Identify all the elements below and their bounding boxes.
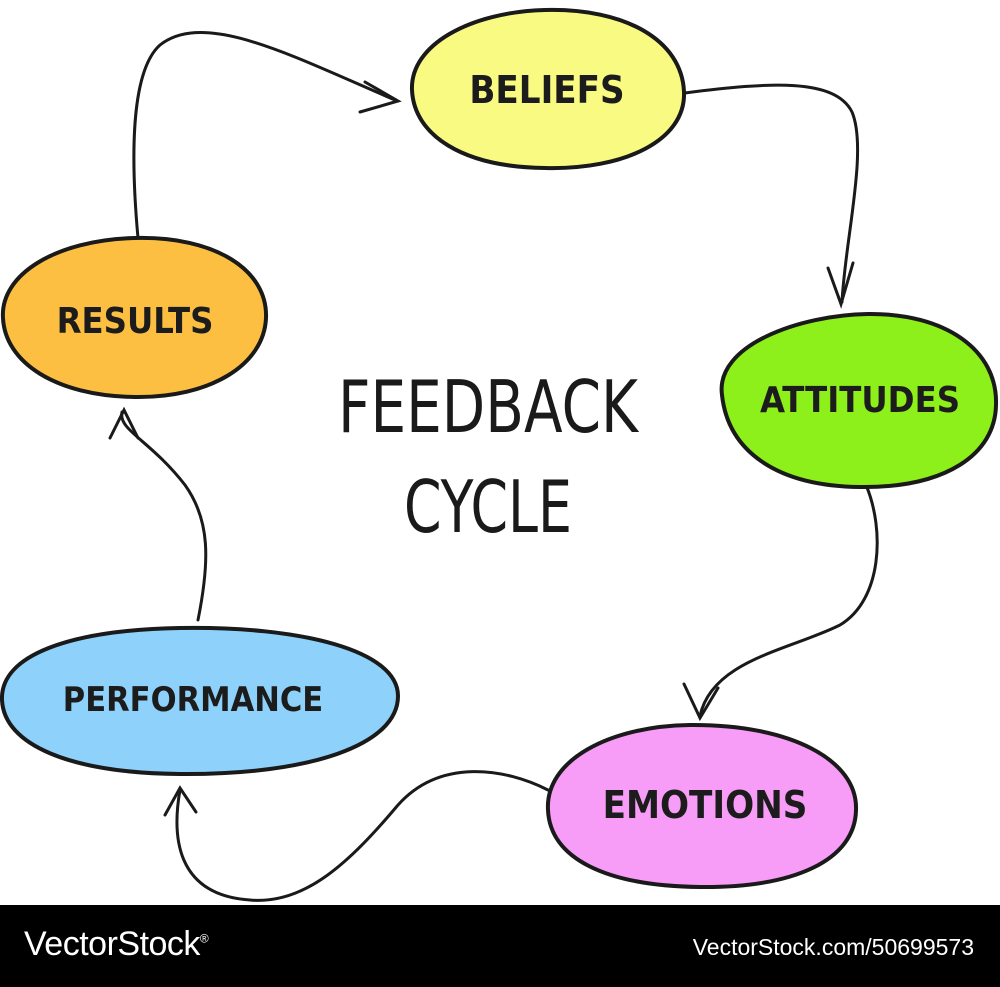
beliefs-label: BELIEFS [469,68,624,112]
attitudes-label: ATTITUDES [760,380,960,421]
arrowhead-beliefs-icon [358,80,402,114]
title-line-2: CYCLE [404,465,572,549]
results-label: RESULTS [57,301,214,342]
connector-emotions-to-performance [175,770,550,902]
node-performance: PERFORMANCE [0,625,401,777]
arrowhead-emotions-icon [682,682,720,722]
emotions-label: EMOTIONS [603,783,808,827]
connector-beliefs-to-attitudes [683,83,860,304]
vectorstock-logo: VectorStock® [24,925,209,964]
arrowhead-performance-icon [163,785,198,817]
performance-label: PERFORMANCE [63,680,323,720]
arrowhead-attitudes-icon [826,261,855,309]
arrowhead-results-icon [108,406,140,440]
performance-blob [0,625,401,777]
emotions-blob [545,722,859,890]
node-beliefs: BELIEFS [409,7,687,171]
watermark-footer: VectorStock® VectorStock.com/50699573 [0,905,1000,987]
connector-results-to-beliefs [132,31,397,240]
connector-attitudes-to-emotions [698,483,879,718]
results-blob [0,235,269,400]
beliefs-blob [409,7,687,171]
node-attitudes: ATTITUDES [719,311,999,490]
registered-mark: ® [199,931,209,946]
connector-performance-to-results [120,410,208,622]
title-line-1: FEEDBACK [338,365,639,449]
attitudes-blob [719,311,999,490]
feedback-cycle-diagram: BELIEFS ATTITUDES EMOTIONS PERFORMANCE R… [0,7,999,902]
image-reference: VectorStock.com/50699573 [692,934,974,960]
node-emotions: EMOTIONS [545,722,859,890]
brand-name: VectorStock [24,925,200,963]
node-results: RESULTS [0,235,269,400]
